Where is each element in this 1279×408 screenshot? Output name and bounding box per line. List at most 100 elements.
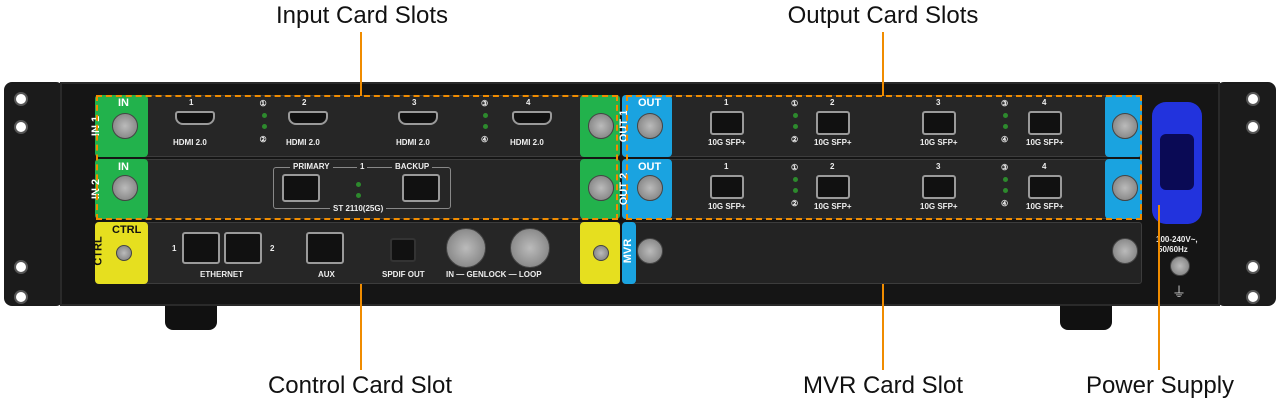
backup-label: BACKUP	[392, 162, 433, 171]
status-led	[793, 177, 798, 182]
slot-label-ctrl: CTRL	[92, 236, 105, 266]
status-led	[356, 182, 361, 187]
port-number: 4	[1042, 98, 1047, 107]
ethernet-port-2-label: 2	[270, 244, 275, 253]
screw-icon[interactable]	[1112, 175, 1138, 201]
rack-hole	[1246, 120, 1260, 134]
input-slots-outline	[96, 95, 618, 220]
aux-port[interactable]	[306, 232, 344, 264]
hdmi-port[interactable]	[398, 111, 438, 125]
port-type-label: 10G SFP+	[814, 138, 852, 147]
power-socket	[1160, 134, 1194, 190]
slot-label-mvr: MVR	[622, 238, 635, 264]
rack-hole	[1246, 290, 1260, 304]
status-led	[1003, 113, 1008, 118]
port-type-label: HDMI 2.0	[286, 138, 320, 147]
screw-icon[interactable]	[588, 113, 614, 139]
port-type-label: 10G SFP+	[920, 138, 958, 147]
st2110-number: 1	[357, 162, 368, 171]
primary-label: PRIMARY	[290, 162, 333, 171]
screw-icon[interactable]	[588, 175, 614, 201]
callout-input-card-slots: Input Card Slots	[275, 2, 449, 29]
sfp-port-backup[interactable]	[402, 174, 440, 202]
led-number: ②	[791, 199, 799, 208]
sfp-port-primary[interactable]	[282, 174, 320, 202]
foot	[1060, 306, 1112, 330]
rack-ear-right	[1216, 82, 1276, 306]
led-number: ①	[791, 163, 799, 172]
status-led	[483, 113, 488, 118]
power-voltage: 100-240V~,	[1156, 235, 1198, 244]
bnc-genlock-loop[interactable]	[510, 228, 550, 268]
output-slots-outline	[626, 95, 1142, 220]
bnc-genlock-in[interactable]	[446, 228, 486, 268]
ethernet-port-2[interactable]	[224, 232, 262, 264]
ethernet-port-1-label: 1	[172, 244, 177, 253]
led-number: ①	[791, 99, 799, 108]
handle-mvr-left[interactable]	[622, 222, 636, 284]
rack-hole	[14, 260, 28, 274]
sfp-port[interactable]	[710, 175, 744, 199]
st2110-type: ST 2110(25G)	[330, 204, 387, 213]
led-number: ②	[259, 135, 267, 144]
led-number: ①	[259, 99, 267, 108]
rack-hole	[14, 120, 28, 134]
port-type-label: 10G SFP+	[920, 202, 958, 211]
callout-mvr-card-slot: MVR Card Slot	[802, 372, 964, 399]
status-led	[261, 124, 267, 129]
spdif-out-port[interactable]	[390, 238, 416, 262]
port-type-label: 10G SFP+	[1026, 202, 1064, 211]
callout-power-supply: Power Supply	[1085, 372, 1235, 399]
hdmi-port[interactable]	[288, 111, 328, 125]
hdmi-port[interactable]	[512, 111, 552, 125]
callout-line	[882, 32, 884, 96]
rack-hole	[14, 92, 28, 106]
screw-icon[interactable]	[112, 175, 138, 201]
status-led	[356, 193, 361, 198]
port-number: 1	[724, 98, 729, 107]
sfp-port[interactable]	[922, 175, 956, 199]
status-led	[261, 113, 267, 118]
hdmi-port[interactable]	[175, 111, 215, 125]
status-led	[1003, 188, 1008, 193]
screw-icon[interactable]	[116, 245, 132, 261]
power-frequency: 50/60Hz	[1158, 245, 1188, 254]
led-number: ④	[1001, 199, 1009, 208]
screw-icon[interactable]	[637, 238, 663, 264]
foot	[165, 306, 217, 330]
sfp-port[interactable]	[816, 111, 850, 135]
screw-icon[interactable]	[112, 113, 138, 139]
status-led	[483, 124, 488, 129]
ground-screw-icon[interactable]	[1170, 256, 1190, 276]
screw-icon[interactable]	[593, 245, 609, 261]
screw-icon[interactable]	[637, 175, 663, 201]
card-mvr	[622, 222, 1142, 284]
port-type-label: HDMI 2.0	[173, 138, 207, 147]
ground-symbol-icon: ⏚	[1172, 284, 1186, 300]
port-number: 4	[1042, 162, 1047, 171]
callout-line	[360, 32, 362, 96]
port-number: 2	[830, 98, 835, 107]
sfp-port[interactable]	[922, 111, 956, 135]
status-led	[793, 124, 798, 129]
sfp-port[interactable]	[1028, 111, 1062, 135]
rack-hole	[14, 290, 28, 304]
sfp-port[interactable]	[710, 111, 744, 135]
port-number: 1	[724, 162, 729, 171]
led-number: ④	[481, 135, 489, 144]
rack-hole	[1246, 260, 1260, 274]
sfp-port[interactable]	[816, 175, 850, 199]
port-type-label: 10G SFP+	[708, 138, 746, 147]
tag-in2: IN	[118, 161, 129, 173]
screw-icon[interactable]	[1112, 113, 1138, 139]
sfp-port[interactable]	[1028, 175, 1062, 199]
port-number: 2	[830, 162, 835, 171]
led-number: ③	[1001, 99, 1009, 108]
port-number: 3	[936, 98, 941, 107]
screw-icon[interactable]	[637, 113, 663, 139]
screw-icon[interactable]	[1112, 238, 1138, 264]
tag-out1: OUT	[638, 97, 662, 109]
led-number: ③	[1001, 163, 1009, 172]
ethernet-port-1[interactable]	[182, 232, 220, 264]
callout-line	[360, 284, 362, 370]
